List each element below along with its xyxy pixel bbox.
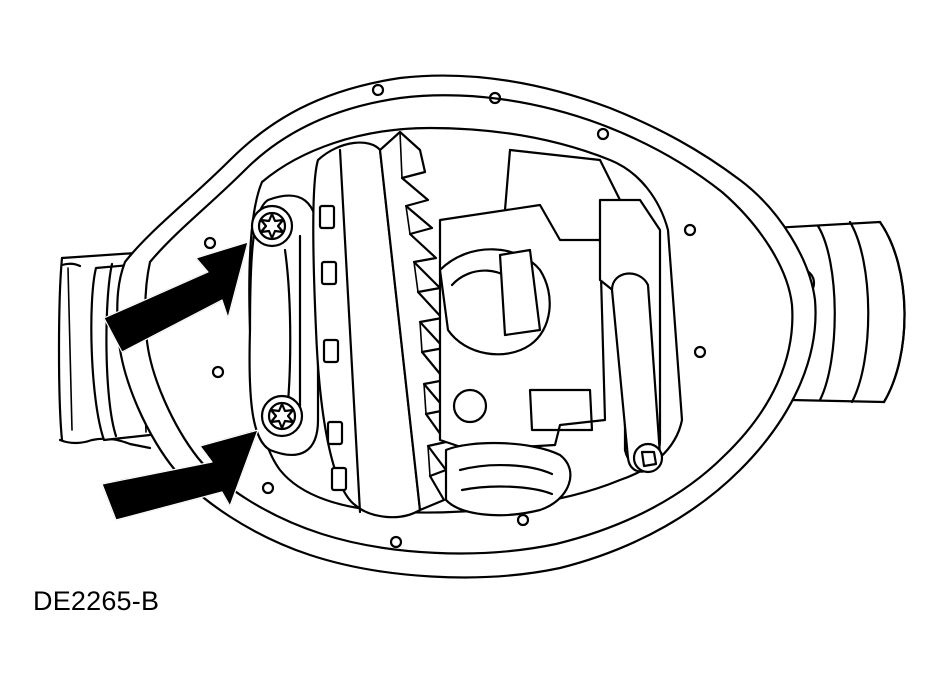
ring-gear-teeth	[378, 130, 448, 512]
pinion-gear	[444, 441, 572, 517]
ring-gear	[312, 141, 422, 519]
bearing-cap-bolt-upper	[250, 204, 294, 248]
adjuster-lock	[598, 198, 664, 474]
bearing-cap-bolt-lower	[260, 394, 304, 438]
figure-code-label: DE2265-B	[33, 586, 160, 616]
differential-case	[438, 148, 622, 452]
callout-arrow-lower	[101, 429, 259, 521]
callout-arrow-upper	[103, 241, 249, 353]
